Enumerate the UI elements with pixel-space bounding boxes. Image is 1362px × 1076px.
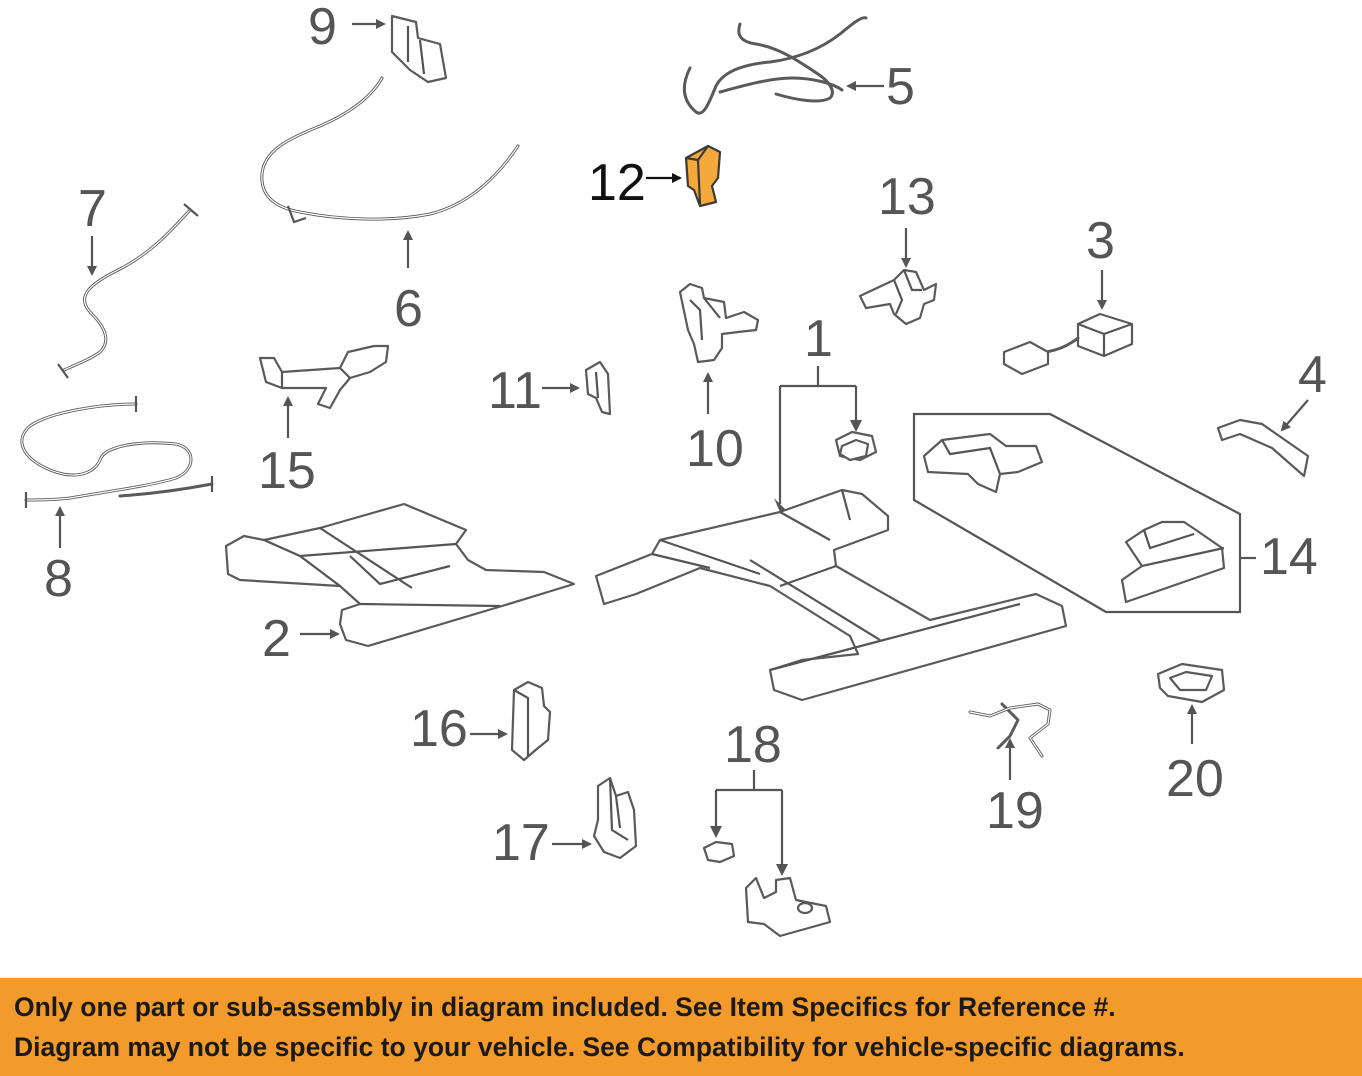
callout-14: 14 <box>1260 528 1318 586</box>
part-18-clip-bracket <box>702 770 832 938</box>
callout-5: 5 <box>886 58 915 116</box>
disclaimer-line-1: Only one part or sub-assembly in diagram… <box>14 992 1116 1022</box>
callout-13: 13 <box>878 168 936 226</box>
part-17-bracket <box>552 776 638 860</box>
callout-10: 10 <box>686 420 744 478</box>
part-16-cover <box>470 680 552 762</box>
part-7-rod <box>57 203 199 379</box>
part-4-strip <box>1216 399 1310 478</box>
callout-18: 18 <box>724 716 782 774</box>
callout-16: 16 <box>410 700 468 758</box>
callout-12: 12 <box>588 154 646 212</box>
part-13-clip <box>858 228 938 326</box>
part-20-grommet <box>1156 662 1226 744</box>
part-5-harness <box>682 16 884 115</box>
part-8-cable <box>20 396 214 548</box>
callout-17: 17 <box>492 814 550 872</box>
callout-2: 2 <box>262 610 291 668</box>
part-3-sensor <box>1002 270 1134 376</box>
callout-6: 6 <box>394 280 423 338</box>
part-15-lever <box>258 344 390 438</box>
callout-11: 11 <box>488 362 542 420</box>
part-9-bracket <box>352 14 448 84</box>
callout-9: 9 <box>308 0 337 56</box>
part-11-plate <box>542 360 612 416</box>
part-10-bracket <box>678 282 760 414</box>
part-14-cover-group <box>912 412 1256 614</box>
callout-1: 1 <box>804 310 833 368</box>
parts-diagram: 9 5 12 7 13 3 6 1 4 11 10 15 14 8 2 16 1… <box>20 0 1327 938</box>
callout-20: 20 <box>1166 750 1224 808</box>
callout-3: 3 <box>1086 212 1115 270</box>
disclaimer-banner: Only one part or sub-assembly in diagram… <box>0 978 1362 1076</box>
part-2-track-base <box>224 502 576 648</box>
part-6-cable <box>260 76 520 268</box>
part-19-wire-clip <box>968 702 1052 780</box>
callout-7: 7 <box>78 180 107 238</box>
callout-8: 8 <box>44 550 73 608</box>
part-1-frame-and-nut <box>594 366 1068 702</box>
callout-labels: 9 5 12 7 13 3 6 1 4 11 10 15 14 8 2 16 1… <box>44 0 1327 872</box>
disclaimer-line-2: Diagram may not be specific to your vehi… <box>14 1032 1185 1062</box>
part-12-cap-highlighted <box>646 144 722 208</box>
callout-4: 4 <box>1298 346 1327 404</box>
callout-19: 19 <box>986 782 1044 840</box>
callout-15: 15 <box>258 442 316 500</box>
